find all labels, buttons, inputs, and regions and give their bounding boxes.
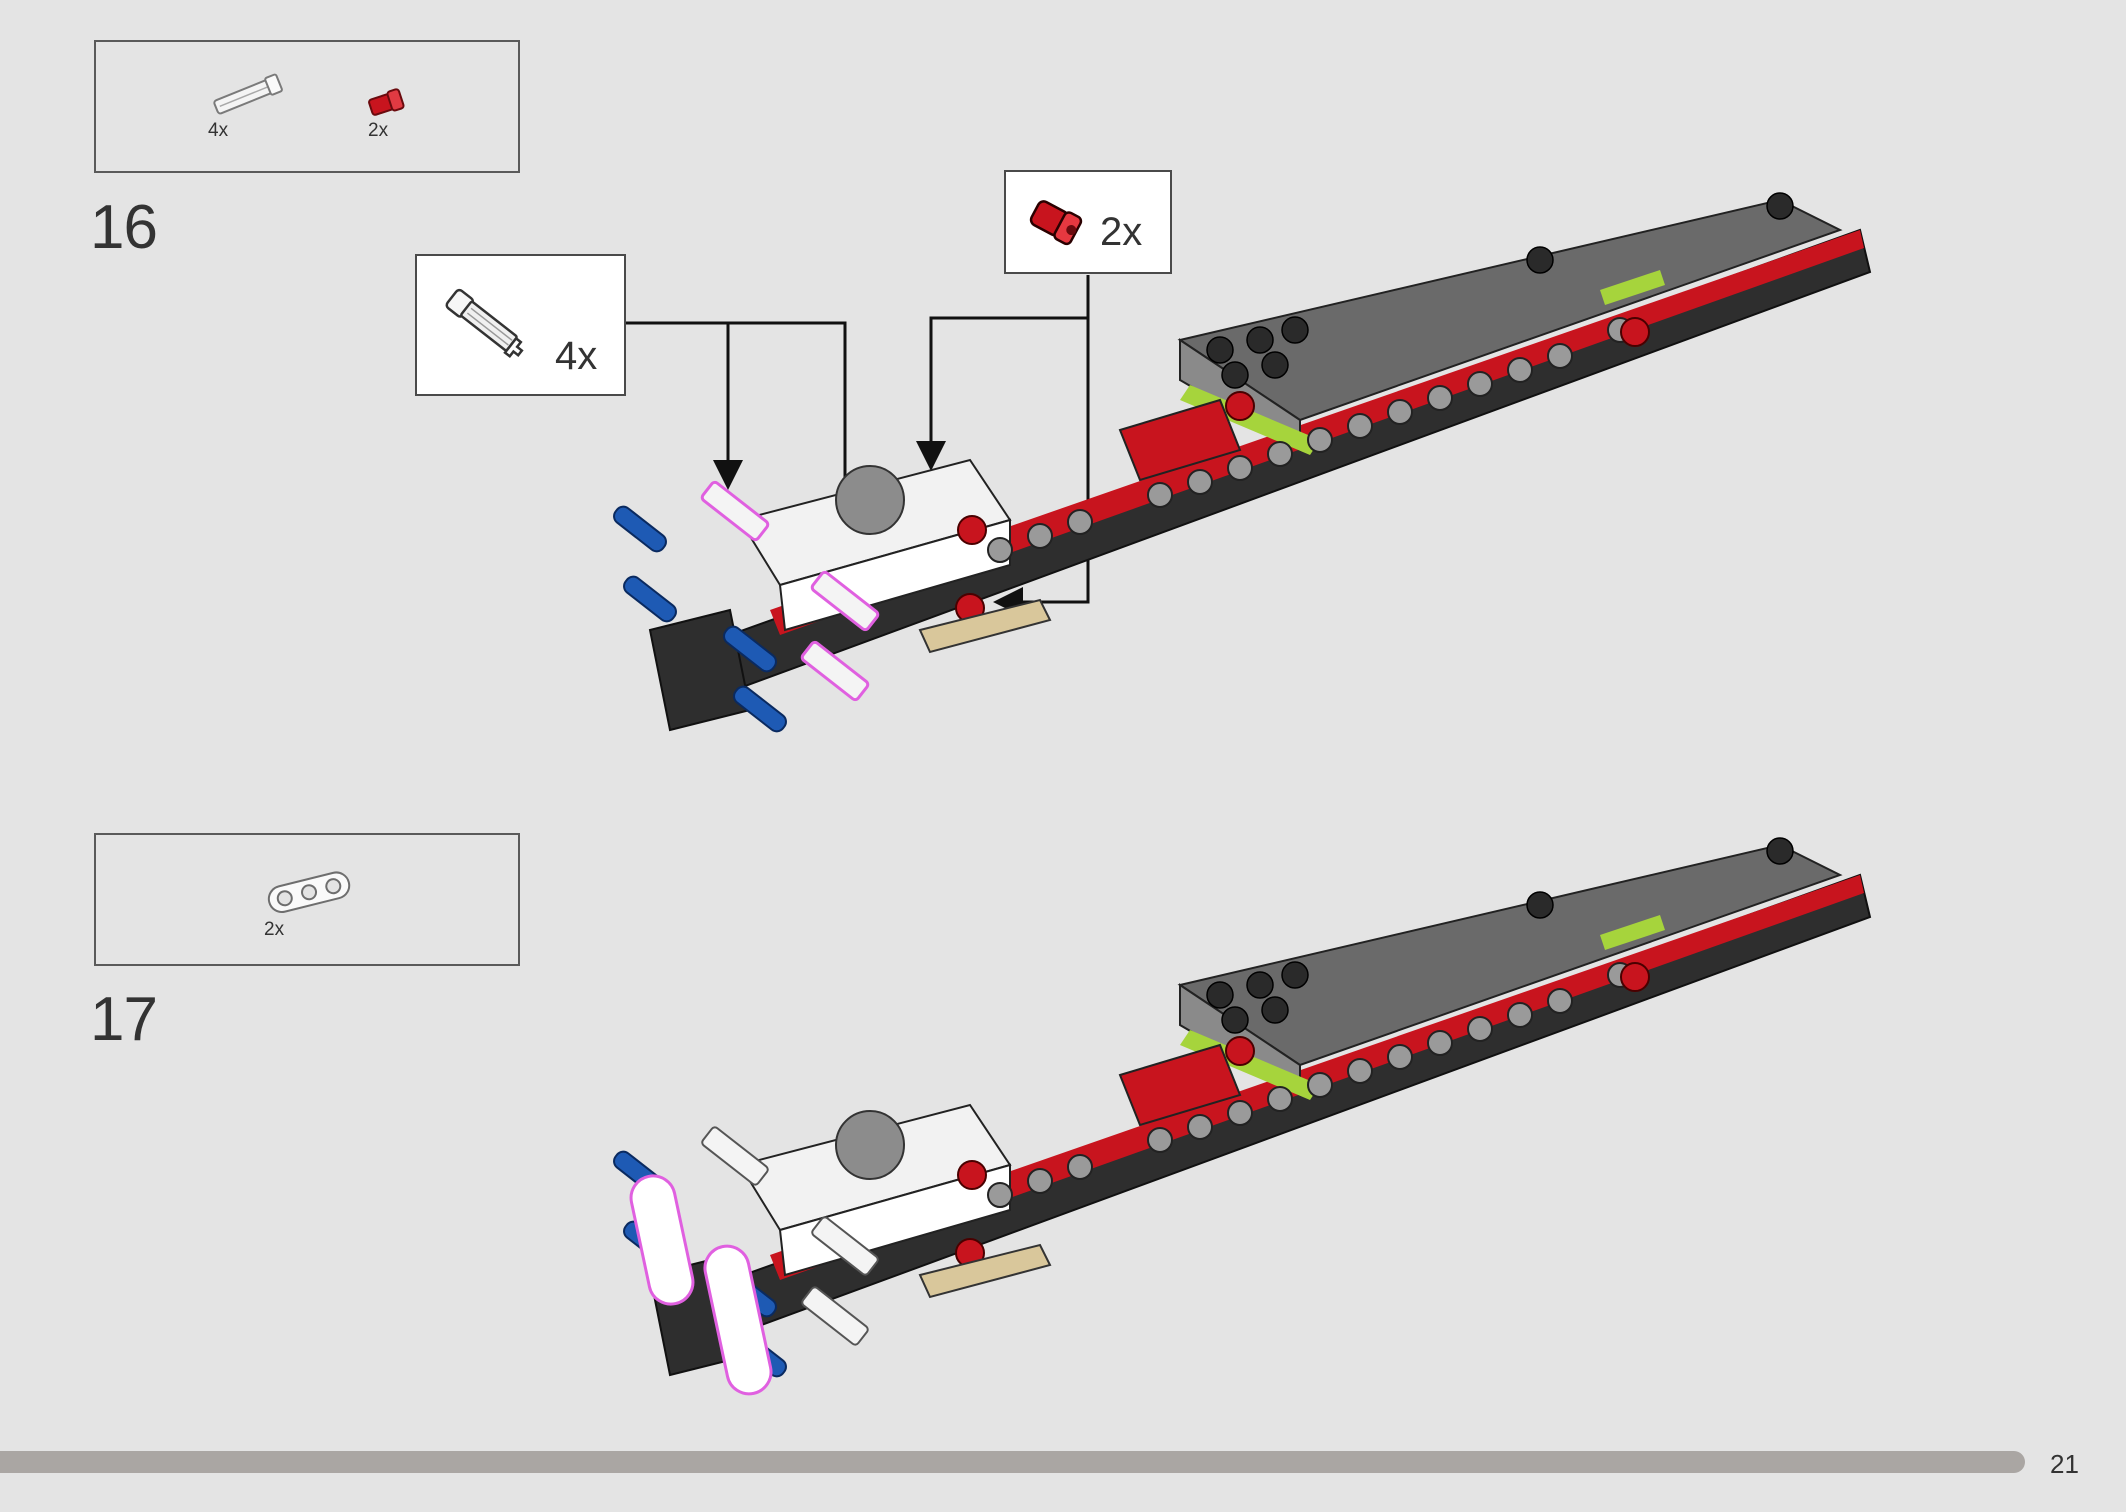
axle-connector-icon <box>213 73 283 115</box>
red-pin-icon <box>1029 200 1083 246</box>
part-qty: 2x <box>264 919 285 940</box>
step16-model-illustration <box>613 192 1872 733</box>
part-qty: 2x <box>368 120 389 141</box>
callout-qty: 4x <box>555 334 598 378</box>
page-progress-bar <box>0 1451 2025 1473</box>
callout-axle-connector: 4x <box>415 254 626 396</box>
page-number: 21 <box>2050 1449 2079 1479</box>
white-liftarm-3-icon <box>267 871 351 914</box>
callout-red-pin: 2x <box>1004 170 1172 274</box>
step17-parts-list: 2x <box>94 833 520 966</box>
part-qty: 4x <box>208 120 229 141</box>
callout-qty: 2x <box>1100 210 1143 254</box>
red-pin-icon <box>368 88 405 116</box>
axle-connector-icon <box>445 288 524 359</box>
step16-parts-list: 4x 2x <box>94 40 520 173</box>
step-number: 16 <box>90 193 158 262</box>
step-number: 17 <box>90 985 158 1054</box>
step17-model-illustration <box>613 837 1872 1396</box>
